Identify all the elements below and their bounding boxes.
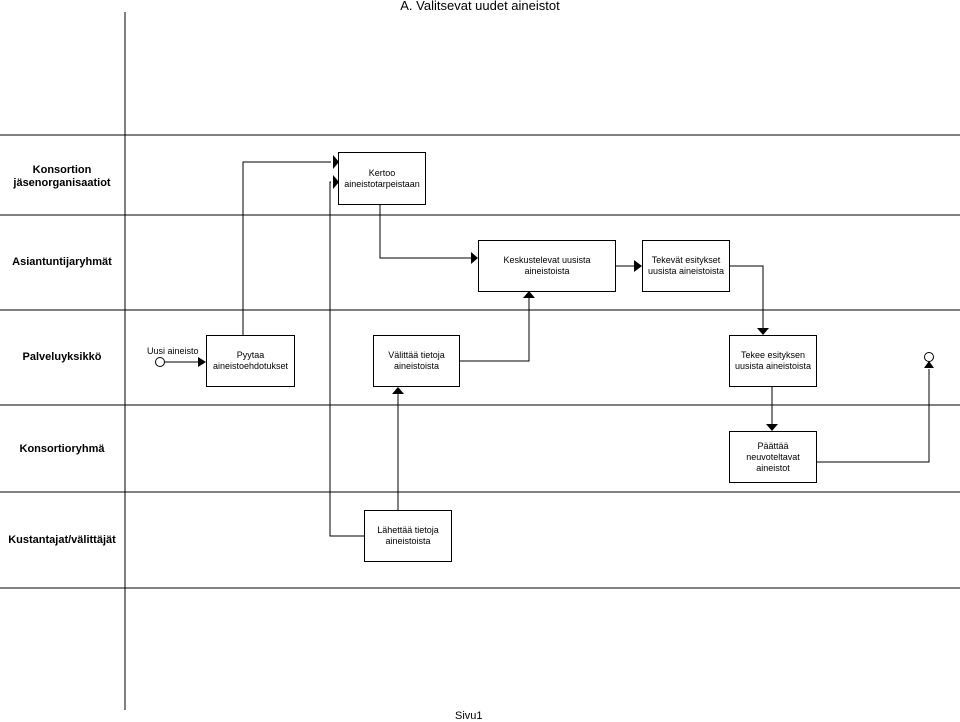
start-event xyxy=(155,357,165,367)
step-tekevat-esitykset: Tekevät esitykset uusista aineistoista xyxy=(642,240,730,292)
step-lahettaa-tietoja: Lähettää tietoja aineistoista xyxy=(364,510,452,562)
step-kertoo-aineistotarpeistaan: Kertoo aineistotarpeistaan xyxy=(338,152,426,205)
arrowhead-kertoo-2 xyxy=(333,175,339,189)
connector-pyytaa-to-kertoo xyxy=(242,161,331,335)
arrowhead-kertoo-1 xyxy=(333,155,339,169)
step-label: Pyytaa aineistoehdotukset xyxy=(212,350,289,371)
step-paattaa-neuvoteltavat-aineistot: Päättää neuvoteltavat aineistot xyxy=(729,431,817,483)
start-event-label: Uusi aineisto xyxy=(147,346,199,356)
lane-label-konsortioryhma: Konsortioryhmä xyxy=(19,443,105,455)
step-label: Tekee esityksen uusista aineistoista xyxy=(734,350,812,371)
arrowhead-keskustelevat-bottom xyxy=(523,291,535,298)
step-label: Keskustelevat uusista aineistoista xyxy=(503,255,591,276)
arrowhead-end xyxy=(924,361,934,368)
page-footer: Sivu1 xyxy=(455,710,483,722)
step-valittaa-tietoja: Välittää tietoja aineistoista xyxy=(373,335,460,387)
step-label: Välittää tietoja aineistoista xyxy=(388,350,445,371)
connector-valittaa-to-keskustelevat xyxy=(459,297,530,362)
step-label: Päättää neuvoteltavat aineistot xyxy=(746,440,800,473)
end-event xyxy=(924,352,934,362)
connector-tekevat-to-tekee xyxy=(729,265,764,329)
lane-label-konsortion-jasenorganisaatiot: Konsortion jäsenorganisaatiot xyxy=(13,164,111,189)
arrowhead-pyytaa xyxy=(198,357,206,367)
lane-label-kustantajat-valittajat: Kustantajat/välittäjät xyxy=(8,534,116,546)
arrowhead-tekevat xyxy=(634,260,642,272)
lane-label-asiantuntijaryhmat: Asiantuntijaryhmät xyxy=(12,256,112,268)
step-label: Tekevät esitykset uusista aineistoista xyxy=(647,255,725,276)
arrowhead-valittaa xyxy=(392,387,404,394)
diagram-title: A. Valitsevat uudet aineistot xyxy=(400,0,560,13)
arrowhead-paattaa xyxy=(766,424,778,431)
step-label: Lähettää tietoja aineistoista xyxy=(377,525,439,546)
step-keskustelevat-uusista-aineistoista: Keskustelevat uusista aineistoista xyxy=(478,240,616,292)
lane-label-palveluyksikko: Palveluyksikkö xyxy=(22,351,102,363)
step-pyytaa-aineistoehdotukset: Pyytaa aineistoehdotukset xyxy=(206,335,295,387)
step-label: Kertoo aineistotarpeistaan xyxy=(344,167,420,189)
arrowhead-tekee xyxy=(757,328,769,335)
connector-kertoo-to-keskustelevat xyxy=(379,205,471,259)
arrowhead-keskustelevat xyxy=(471,252,478,264)
connector-paattaa-to-end xyxy=(816,369,930,463)
connector-lahettaa-to-kertoo xyxy=(329,181,364,537)
step-tekee-esityksen: Tekee esityksen uusista aineistoista xyxy=(729,335,817,387)
